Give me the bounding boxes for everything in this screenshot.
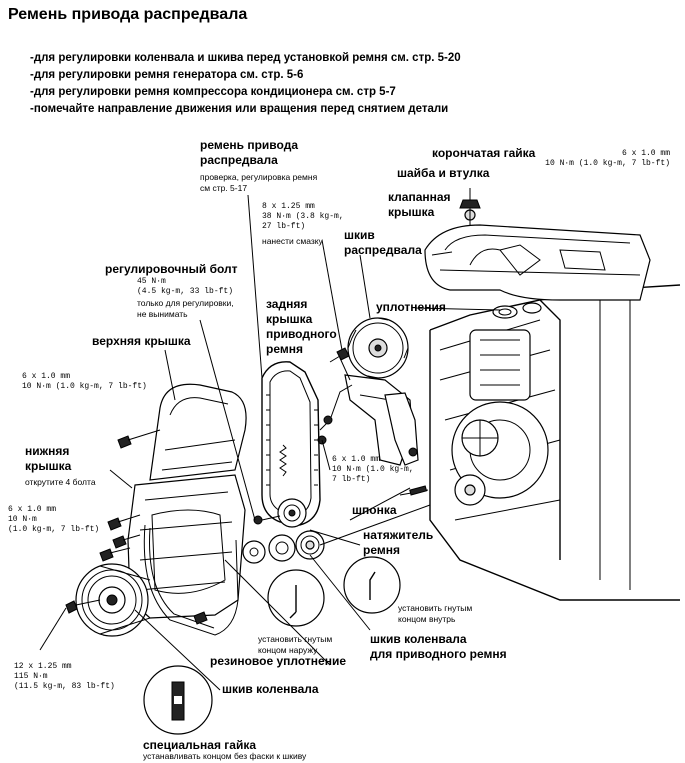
detail-special-nut [143, 665, 213, 735]
spec-upper-cover-bolt: 6 x 1.0 mm 10 N·m (1.0 kg-m, 7 lb-ft) [22, 372, 147, 391]
label-adjusting-bolt: регулировочный болт [105, 262, 238, 276]
timing-belt-drawing [261, 361, 321, 526]
engine-block [429, 284, 681, 601]
spec-lower-cover-bolt: 6 x 1.0 mm 10 N·m (1.0 kg-m, 7 lb-ft) [8, 505, 100, 534]
leader-lines [39, 188, 501, 691]
upper-cover-drawing [117, 383, 247, 481]
note-timing-belt-check: проверка, регулировка ремня см стр. 5-17 [200, 172, 318, 193]
detail-washer-inward [343, 556, 401, 614]
camshaft-pulley-drawing [329, 317, 409, 379]
note-adjusting-bolt: только для регулировки, не вынимать [137, 298, 234, 319]
label-valve-cover: клапанная крышка [388, 190, 451, 219]
notes-list: -для регулировки коленвала и шкива перед… [30, 50, 461, 118]
detail-washer-outward [267, 569, 325, 627]
note-apply-grease: нанести смазку [262, 236, 323, 246]
spec-crankshaft-bolt: 12 x 1.25 mm 115 N·m (11.5 kg-m, 83 lb-f… [14, 662, 115, 691]
label-key: шпонка [352, 503, 397, 517]
tensioner-drawing [253, 444, 307, 528]
spec-adjusting-bolt: 45 N·m (4.5 kg-m, 33 lb-ft) [137, 277, 234, 296]
crank-timing-pulley-drawing [242, 485, 431, 564]
label-rear-cover: задняя крышка приводного ремня [266, 297, 337, 356]
label-crank-belt-pulley: шкив коленвала для приводного ремня [370, 632, 507, 661]
label-seals: уплотнения [376, 300, 446, 314]
lower-cover-drawing [99, 474, 246, 619]
crankshaft-pulley-drawing [65, 563, 208, 637]
label-timing-belt: ремень привода распредвала [200, 138, 298, 167]
label-upper-cover: верхняя крышка [92, 334, 191, 348]
label-washer-sleeve: шайба и втулка [397, 166, 490, 180]
label-camshaft-pulley: шкив распредвала [344, 228, 422, 257]
note-install-inward: установить гнутым концом внутрь [398, 603, 473, 624]
label-rubber-seal: резиновое уплотнение [210, 654, 346, 668]
rubber-seal-drawing [143, 524, 239, 636]
spec-crown-nut: 6 x 1.0 mm 10 N·m (1.0 kg-m, 7 lb-ft) [545, 149, 670, 168]
note-install-outward: установить гнутым концом наружу [258, 634, 333, 655]
spec-tensioner-bolt: 6 x 1.0 mm 10 N·m (1.0 kg-m, 7 lb-ft) [332, 455, 414, 484]
label-crown-nut: корончатая гайка [432, 146, 536, 160]
seals-drawing [492, 302, 542, 319]
rear-cover-drawing [317, 374, 419, 466]
note-item: -помечайте направление движения или вращ… [30, 103, 449, 115]
note-item: -для регулировки ремня компрессора конди… [30, 86, 396, 98]
label-tensioner: натяжитель ремня [363, 528, 434, 557]
label-crankshaft-pulley: шкив коленвала [222, 682, 319, 696]
note-lower-cover: открутите 4 болта [25, 477, 96, 487]
label-lower-cover: нижняя крышка [25, 444, 72, 473]
note-special-nut: устанавливать концом без фаски к шкиву [143, 751, 307, 761]
note-item: -для регулировки коленвала и шкива перед… [30, 52, 461, 64]
valve-cover-drawing [424, 199, 651, 301]
label-special-nut: специальная гайка [143, 738, 257, 752]
spec-camshaft-bolt: 8 x 1.25 mm 38 N·m (3.8 kg-m, 27 lb-ft) [262, 202, 344, 231]
note-item: -для регулировки ремня генератора см. ст… [30, 69, 304, 81]
page-title: Ремень привода распредвала [8, 6, 248, 23]
